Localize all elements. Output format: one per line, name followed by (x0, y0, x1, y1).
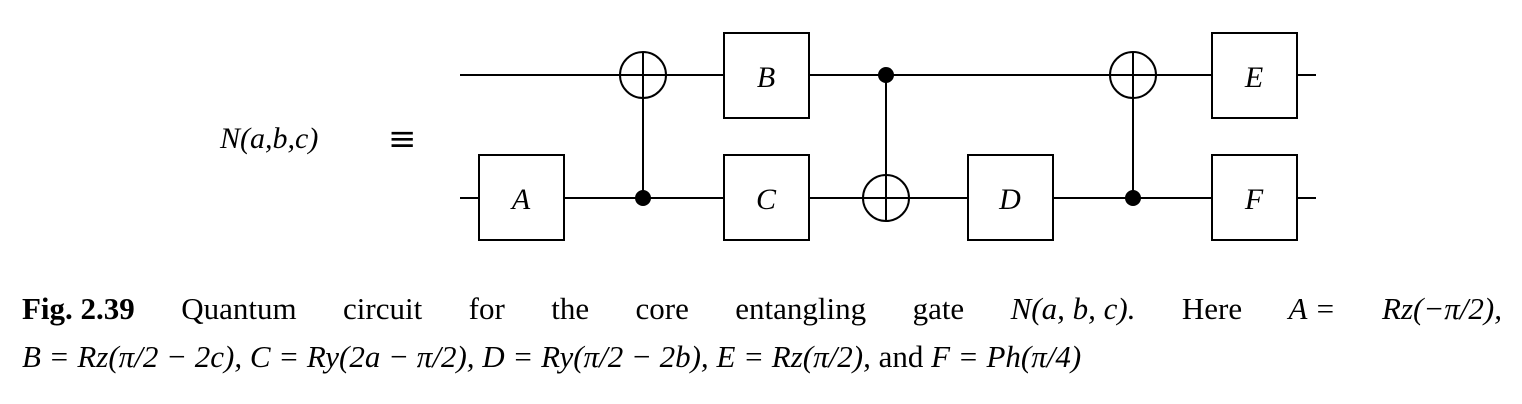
caption-line-1: Fig. 2.39 Quantum circuit for the core e… (22, 285, 1502, 333)
caption-line-2: B = Rz(π/2 − 2c), C = Ry(2a − π/2), D = … (22, 333, 1502, 381)
caption-word: and (878, 339, 924, 374)
cnot-1-control-dot (635, 190, 651, 206)
c-definition: C = Ry(2a − π/2), (249, 339, 475, 374)
gate-c: C (723, 154, 810, 241)
cnot-2-control-dot (878, 67, 894, 83)
caption-word: circuit (343, 291, 423, 326)
figure-number: Fig. 2.39 (22, 291, 135, 326)
cnot-3-control-dot (1125, 190, 1141, 206)
gate-e: E (1211, 32, 1298, 119)
gate-a-label: A (510, 183, 531, 216)
figure-caption: Fig. 2.39 Quantum circuit for the core e… (22, 285, 1502, 381)
gate-d: D (967, 154, 1054, 241)
gate-f: F (1211, 154, 1298, 241)
caption-word: Quantum (181, 291, 297, 326)
f-definition: F = Ph(π/4) (931, 339, 1082, 374)
equivalence-symbol: ≡ (388, 119, 417, 159)
gate-c-label: C (756, 183, 777, 216)
circuit-diagram: N(a,b,c) ≡ A B C D (219, 32, 1316, 241)
gate-f-label: F (1244, 183, 1264, 216)
b-definition: B = Rz(π/2 − 2c), (22, 339, 243, 374)
gate-d-label: D (998, 183, 1021, 216)
gate-e-label: E (1244, 61, 1263, 94)
caption-word: the (551, 291, 590, 326)
caption-word: entangling (735, 291, 867, 326)
gate-b: B (723, 32, 810, 119)
caption-word: core (635, 291, 689, 326)
e-definition: E = Rz(π/2), (716, 339, 871, 374)
gate-b-label: B (757, 61, 775, 94)
a-definition: Rz(−π/2), (1382, 291, 1502, 326)
a-equals: A = (1288, 291, 1336, 326)
d-definition: D = Ry(π/2 − 2b), (482, 339, 709, 374)
cnot-3 (1109, 51, 1157, 206)
gate-a: A (478, 154, 565, 241)
gate-expression: N(a, b, c). (1010, 291, 1136, 326)
cnot-2 (862, 67, 910, 222)
caption-word: Here (1181, 291, 1243, 326)
lhs-label: N(a,b,c) (219, 122, 318, 155)
caption-word: for (468, 291, 505, 326)
caption-word: gate (912, 291, 965, 326)
cnot-1 (619, 51, 667, 206)
